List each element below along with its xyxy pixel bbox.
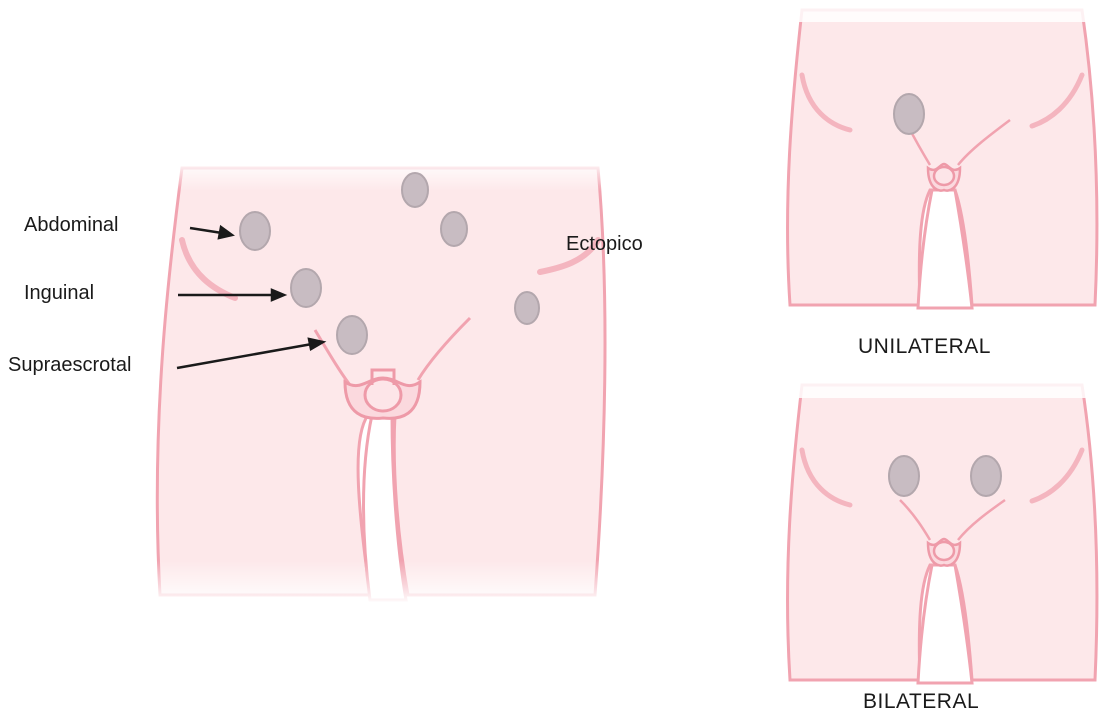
testis-inguinal bbox=[291, 269, 321, 307]
bilateral-testis-right bbox=[971, 456, 1001, 496]
testis-abdominal-1 bbox=[240, 212, 270, 250]
testis-abdominal-3 bbox=[441, 212, 467, 246]
caption-bilateral: BILATERAL bbox=[863, 691, 979, 712]
label-abdominal: Abdominal bbox=[24, 215, 119, 235]
bilateral-illustration bbox=[788, 385, 1097, 683]
label-supraescrotal: Supraescrotal bbox=[8, 355, 131, 375]
testis-supraescrotal bbox=[337, 316, 367, 354]
label-ectopico: Ectopico bbox=[566, 234, 643, 254]
unilateral-testis bbox=[894, 94, 924, 134]
testis-abdominal-2 bbox=[402, 173, 428, 207]
bilateral-testis-left bbox=[889, 456, 919, 496]
unilateral-illustration bbox=[788, 10, 1097, 308]
testis-ectopic bbox=[515, 292, 539, 324]
label-inguinal: Inguinal bbox=[24, 283, 94, 303]
caption-unilateral: UNILATERAL bbox=[858, 336, 991, 357]
